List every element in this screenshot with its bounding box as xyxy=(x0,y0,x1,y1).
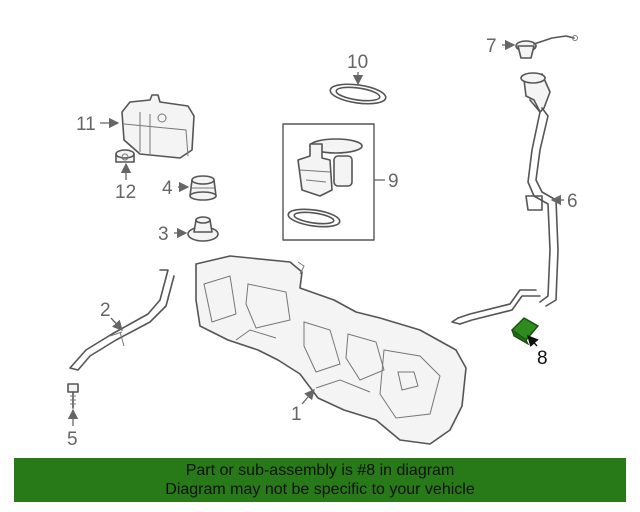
callout-7: 7 xyxy=(486,36,497,57)
part-7-vent-cap[interactable] xyxy=(515,35,578,59)
callout-5: 5 xyxy=(67,429,78,450)
part-5-bolt[interactable] xyxy=(67,383,79,409)
callout-6: 6 xyxy=(567,191,578,212)
part-4-bumper[interactable] xyxy=(189,175,217,201)
callout-11: 11 xyxy=(76,114,96,135)
info-banner: Part or sub-assembly is #8 in diagram Di… xyxy=(14,458,626,502)
callout-10: 10 xyxy=(347,52,368,73)
part-6-filler-neck[interactable] xyxy=(451,72,559,325)
leader-lines xyxy=(67,39,564,426)
callout-12: 12 xyxy=(115,182,136,203)
part-9-fuel-pump-assembly[interactable] xyxy=(282,123,375,241)
part-11-control-module[interactable] xyxy=(121,94,195,159)
part-3-grommet[interactable] xyxy=(187,216,219,242)
part-10-gasket[interactable] xyxy=(329,81,387,107)
callout-2: 2 xyxy=(100,300,111,321)
callout-3: 3 xyxy=(158,224,169,245)
part-8-highlighted[interactable] xyxy=(510,317,540,346)
part-2-strap[interactable] xyxy=(69,269,175,371)
callout-1: 1 xyxy=(291,404,302,425)
part-12-grommet[interactable] xyxy=(115,149,135,163)
callout-numbers: 10 11 12 4 3 9 7 6 2 5 1 8 xyxy=(67,36,578,450)
banner-line-2: Diagram may not be specific to your vehi… xyxy=(165,481,475,498)
callout-4: 4 xyxy=(162,178,173,199)
callout-9: 9 xyxy=(388,171,399,192)
part-1-fuel-tank[interactable] xyxy=(195,255,467,445)
callout-8: 8 xyxy=(537,348,548,369)
banner-line-1: Part or sub-assembly is #8 in diagram xyxy=(185,462,455,479)
